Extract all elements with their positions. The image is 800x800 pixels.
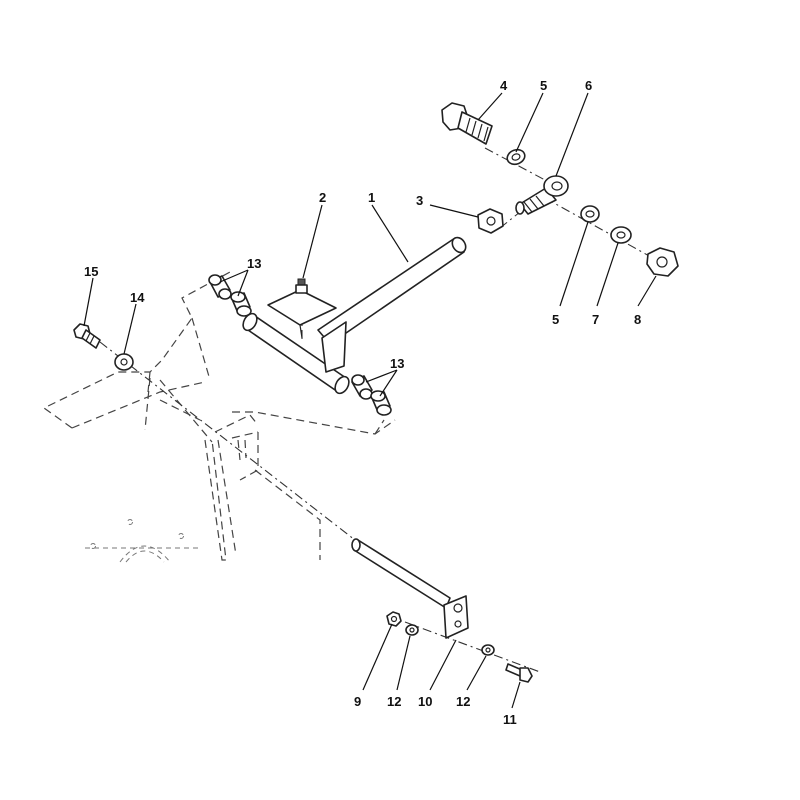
callout-1: 1: [368, 190, 375, 205]
callout-6: 6: [585, 78, 592, 93]
bushings-lower: [351, 374, 392, 416]
bolt-small: [505, 663, 533, 683]
callouts: 1 2 3 4 5 6 5 7 8 13 13 14 15 9 12 10 12…: [84, 78, 641, 727]
hex-bolt-large: [441, 102, 493, 145]
spacer-upper: [506, 148, 526, 166]
callout-2: 2: [319, 190, 326, 205]
grease-fitting: [295, 278, 308, 294]
callout-13-upper: 13: [247, 256, 261, 271]
callout-12-right: 12: [456, 694, 470, 709]
jam-nut: [477, 208, 504, 234]
callout-5-lower: 5: [552, 312, 559, 327]
bushings-upper: [208, 274, 252, 317]
callout-4: 4: [500, 78, 508, 93]
nut-small: [386, 611, 402, 627]
washer-left: [114, 353, 134, 371]
callout-8: 8: [634, 312, 641, 327]
washer-small-right: [481, 644, 495, 656]
callout-11: 11: [503, 712, 517, 727]
callout-5-upper: 5: [540, 78, 547, 93]
hex-bolt-left: [73, 323, 101, 349]
callout-9: 9: [354, 694, 361, 709]
callout-15: 15: [84, 264, 98, 279]
lock-nut: [646, 247, 679, 277]
leader-lines: [83, 92, 657, 709]
pivot-shaft: [351, 538, 469, 639]
callout-10: 10: [418, 694, 432, 709]
callout-13-lower: 13: [390, 356, 404, 371]
t-arm: [242, 236, 467, 395]
spacer-lower: [580, 205, 600, 223]
callout-7: 7: [592, 312, 599, 327]
callout-14: 14: [130, 290, 145, 305]
flat-washer: [610, 226, 632, 244]
washer-small-left: [405, 624, 419, 636]
phantom-frame: [42, 271, 396, 563]
rod-end: [515, 175, 569, 215]
callout-3: 3: [416, 193, 423, 208]
callout-12-left: 12: [387, 694, 401, 709]
